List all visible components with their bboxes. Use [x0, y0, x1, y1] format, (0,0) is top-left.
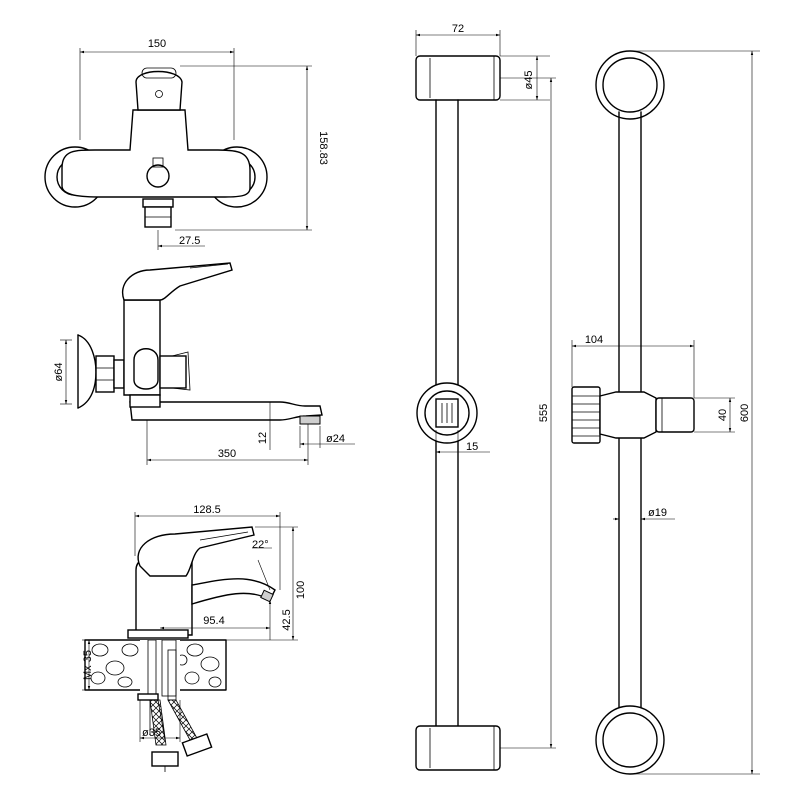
dim-bar-tube-dia: ø19: [648, 507, 667, 519]
shower-bar-front-view: [571, 50, 695, 775]
dim-bar-centres: 555: [538, 404, 550, 422]
wall-mixer-side-view: [77, 262, 323, 425]
dim-wall-flange-dia: ø64: [53, 363, 65, 382]
dim-bar-bracket-dia: ø45: [523, 71, 535, 90]
wall-mixer-side-dimensions: ø64 350 12 ø24: [53, 339, 355, 465]
dim-bar-holder-width: 15: [466, 441, 478, 453]
dim-spout-length: 350: [218, 448, 236, 460]
dim-spout-drop: 12: [257, 432, 269, 444]
dim-wall-mixer-width: 150: [148, 38, 166, 50]
basin-mixer-dimensions: 128.5 22° 100 42.5 95.4 Mx 35 ø35: [82, 504, 307, 742]
dim-basin-width: 128.5: [193, 504, 221, 516]
dim-basin-spout-height: 42.5: [281, 609, 293, 630]
dim-basin-thread: Mx 35: [82, 650, 94, 680]
dim-basin-hole-dia: ø35: [142, 727, 161, 739]
dim-spout-outlet-dia: ø24: [326, 433, 345, 445]
shower-bar-side-dimensions: 72 ø45 555 15: [415, 23, 556, 749]
shower-bar-front-dimensions: 600 104 40 ø19: [571, 50, 760, 775]
dim-slider-width: 104: [585, 334, 603, 346]
dim-basin-reach: 95.4: [203, 615, 224, 627]
dim-wall-mixer-height: 158.83: [317, 131, 329, 165]
dim-wall-mixer-outlet: 27.5: [179, 235, 200, 247]
dim-basin-angle: 22°: [252, 539, 269, 551]
dim-basin-height: 100: [295, 581, 307, 599]
shower-bar-side-view: [415, 55, 501, 771]
wall-mixer-front-view: [44, 67, 268, 228]
dim-slider-height: 40: [717, 409, 729, 421]
wall-mixer-dimensions: 150 158.83 27.5: [79, 38, 329, 250]
dim-bar-bracket-width: 72: [452, 23, 464, 35]
basin-mixer-view: [84, 526, 276, 772]
dim-bar-total-length: 600: [739, 404, 751, 422]
